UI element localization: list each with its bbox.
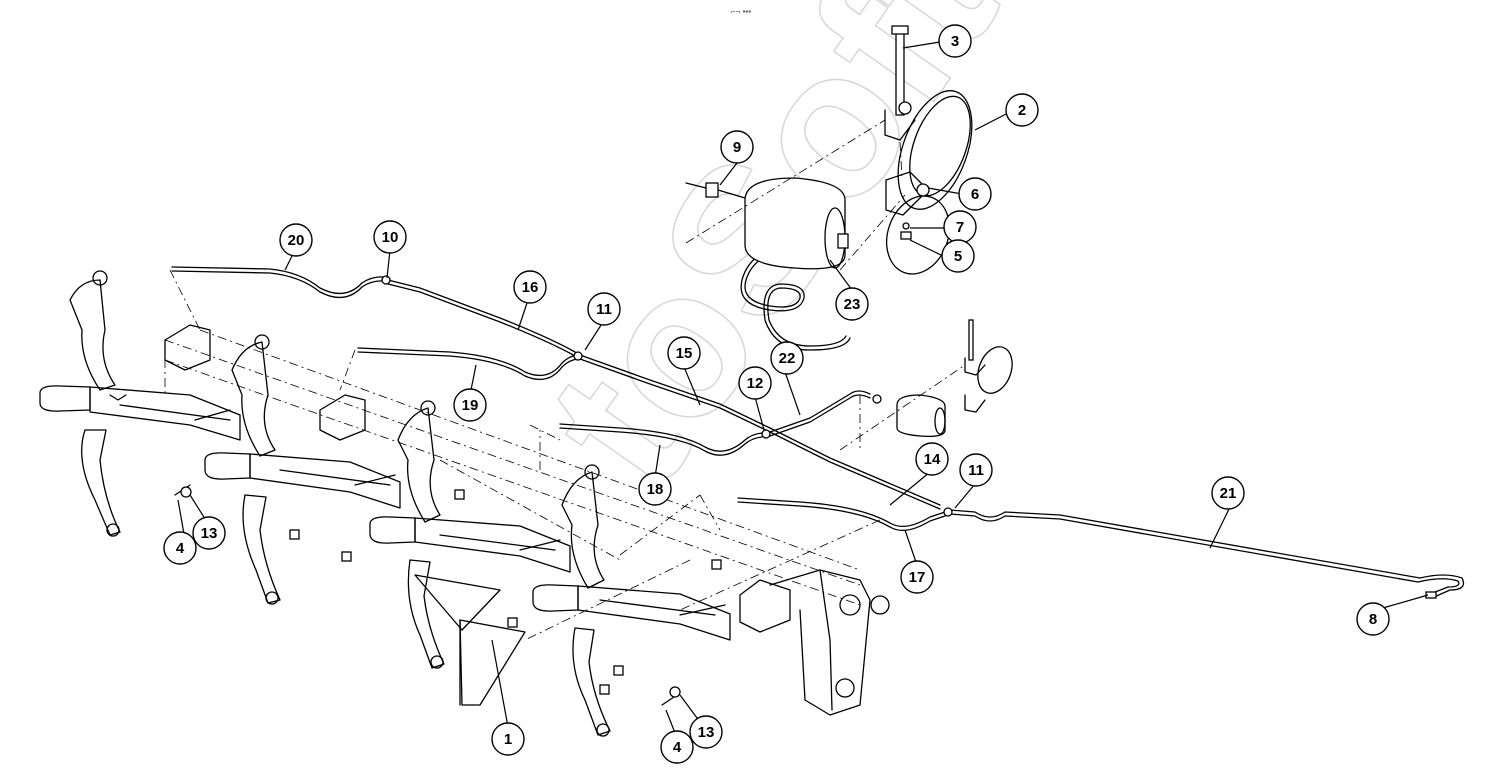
callout-7: 7 — [943, 210, 977, 244]
shank-unit-2 — [231, 334, 401, 605]
svg-text:18: 18 — [647, 481, 664, 498]
callout-13-left: 13 — [192, 516, 226, 550]
svg-text:23: 23 — [844, 296, 861, 313]
svg-text:6: 6 — [971, 186, 979, 203]
callout-10: 10 — [373, 220, 407, 254]
callout-4-left: 4 — [163, 531, 197, 565]
callout-19: 19 — [453, 388, 487, 422]
callout-1: 1 — [491, 722, 525, 756]
callout-11-top: 11 — [587, 292, 621, 326]
callout-14: 14 — [915, 442, 949, 476]
callout-3: 3 — [938, 24, 972, 58]
svg-text:1: 1 — [504, 731, 512, 748]
svg-text:2: 2 — [1018, 102, 1026, 119]
svg-text:9: 9 — [733, 139, 741, 156]
svg-text:12: 12 — [747, 375, 764, 392]
accumulator-assembly-top — [685, 25, 973, 275]
callout-12: 12 — [738, 366, 772, 400]
callout-17: 17 — [900, 560, 934, 594]
callout-22: 22 — [770, 341, 804, 375]
callouts: 3 2 9 6 7 5 20 10 — [163, 24, 1429, 764]
svg-text:10: 10 — [382, 229, 399, 246]
svg-text:21: 21 — [1220, 485, 1237, 502]
svg-text:11: 11 — [968, 462, 984, 479]
svg-text:22: 22 — [779, 350, 796, 367]
callout-18: 18 — [638, 472, 672, 506]
accumulator-assembly-right — [839, 319, 1013, 451]
callout-13-right: 13 — [689, 715, 723, 749]
callout-20: 20 — [279, 223, 313, 257]
svg-text:13: 13 — [698, 724, 715, 741]
callout-9: 9 — [720, 130, 754, 164]
svg-text:15: 15 — [676, 345, 693, 362]
callout-21: 21 — [1211, 476, 1245, 510]
callout-23: 23 — [835, 287, 869, 321]
svg-text:16: 16 — [522, 279, 539, 296]
shank-unit-4 — [561, 464, 731, 737]
callout-16: 16 — [513, 270, 547, 304]
callout-5: 5 — [941, 239, 975, 273]
shank-unit-3 — [397, 400, 571, 669]
svg-text:20: 20 — [288, 232, 305, 249]
svg-text:4: 4 — [176, 540, 185, 557]
svg-text:8: 8 — [1369, 611, 1377, 628]
svg-text:4: 4 — [673, 739, 682, 756]
callout-4-right: 4 — [660, 730, 694, 764]
hose-lines — [171, 242, 1465, 599]
header-mark: ⌐¬ ▪▪▪ — [731, 7, 751, 16]
svg-text:14: 14 — [924, 451, 941, 468]
callout-15: 15 — [667, 336, 701, 370]
svg-text:13: 13 — [201, 525, 218, 542]
callout-6: 6 — [958, 177, 992, 211]
svg-text:19: 19 — [462, 397, 479, 414]
svg-text:5: 5 — [954, 248, 962, 265]
callout-2: 2 — [1005, 93, 1039, 127]
callout-11-bottom: 11 — [959, 453, 993, 487]
svg-text:3: 3 — [951, 33, 959, 50]
svg-text:11: 11 — [596, 301, 612, 318]
callout-8: 8 — [1356, 602, 1390, 636]
toolbar-frame — [39, 269, 890, 737]
svg-text:17: 17 — [909, 569, 926, 586]
shank-unit-1 — [69, 270, 241, 537]
svg-text:7: 7 — [956, 219, 964, 236]
